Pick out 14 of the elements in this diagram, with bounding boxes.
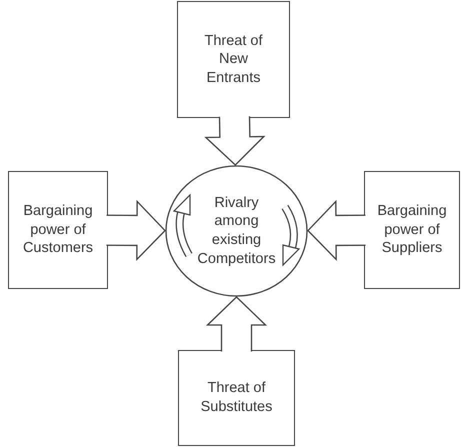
force-box: [8, 171, 108, 289]
force-label: Bargaining power of Suppliers: [376, 202, 448, 258]
block-arrow: [204, 116, 266, 166]
force-label: Threat of Substitutes: [200, 379, 274, 417]
force-label: Threat of New Entrants: [203, 32, 264, 88]
force-label: Bargaining power of Customers: [22, 202, 94, 258]
force-box: [364, 171, 460, 289]
force-box: [177, 1, 290, 118]
block-arrow: [307, 200, 366, 262]
rivalry-circle: [165, 165, 308, 297]
force-box: [178, 350, 295, 446]
block-arrow: [206, 296, 268, 352]
force-label: Rivalry among existing Competitors: [196, 194, 277, 268]
block-arrow: [106, 200, 166, 262]
